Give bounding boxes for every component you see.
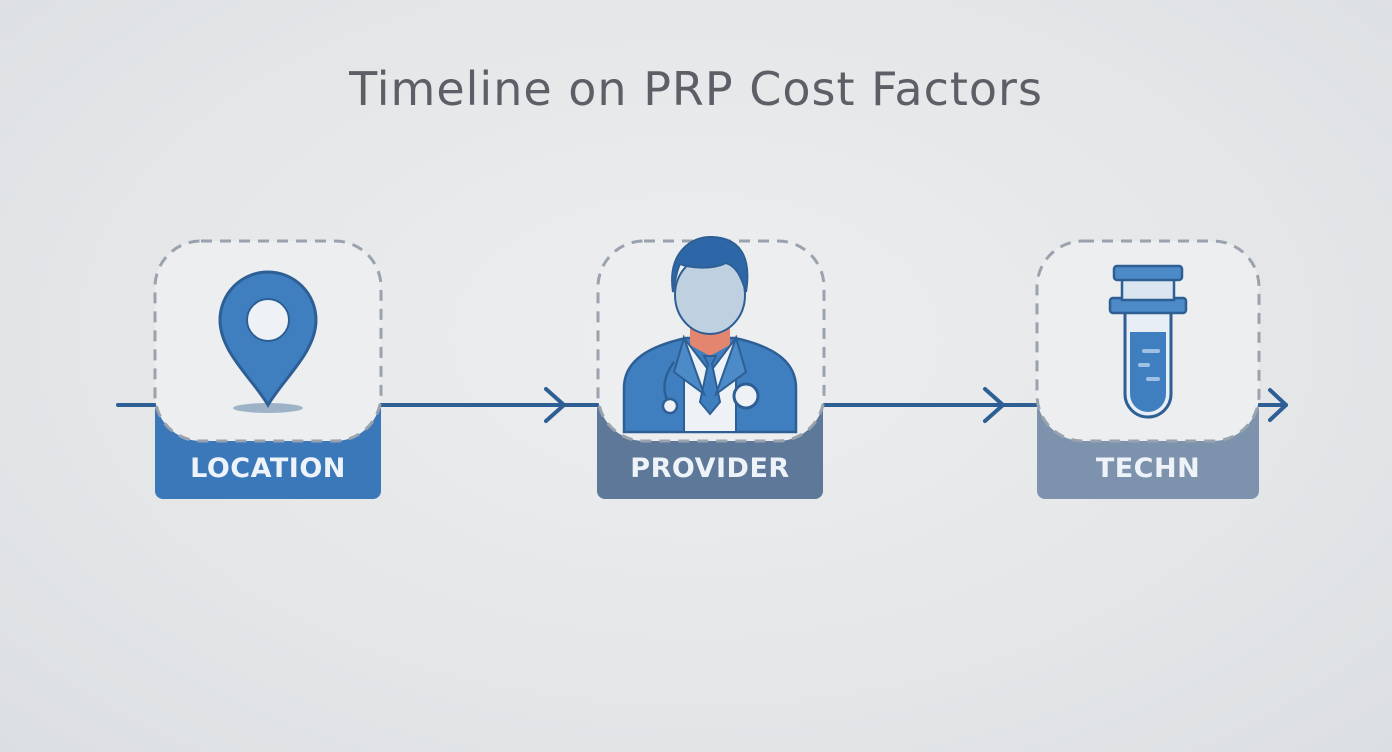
map-pin-icon bbox=[218, 270, 318, 413]
step-label-location: LOCATION bbox=[190, 453, 346, 484]
arrow-head-3 bbox=[1268, 388, 1288, 422]
doctor-icon bbox=[622, 235, 798, 434]
diagram-title: Timeline on PRP Cost Factors bbox=[349, 62, 1043, 116]
step-technology bbox=[1035, 239, 1261, 499]
arrow-head-1 bbox=[544, 387, 566, 423]
arrow-head-2 bbox=[983, 387, 1005, 423]
step-location bbox=[153, 239, 383, 499]
step-provider bbox=[596, 235, 826, 499]
step-label-techn: TECHN bbox=[1095, 453, 1201, 484]
step-label-provider: PROVIDER bbox=[630, 453, 790, 484]
test-tube-icon bbox=[1108, 264, 1188, 419]
